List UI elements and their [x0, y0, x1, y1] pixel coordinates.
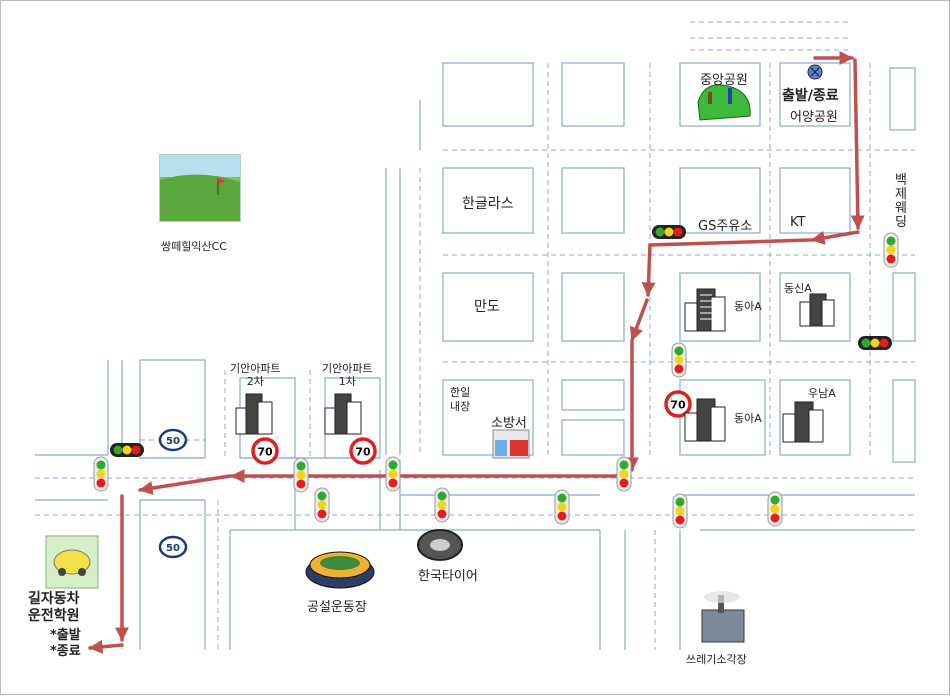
- label-start-end-note: *출발 *종료: [50, 628, 81, 659]
- road-speed-50-icon: 50: [158, 535, 188, 559]
- traffic-light-v: [434, 487, 450, 523]
- fire-station-icon: [492, 429, 530, 459]
- traffic-light-h: [858, 336, 892, 350]
- traffic-light-v: [314, 487, 330, 523]
- label-dongsin-apt: 동신A: [784, 282, 812, 295]
- speed-signs-70: 70 70 70: [251, 390, 692, 465]
- label-donga-apt-2: 동아A: [734, 412, 762, 425]
- svg-text:70: 70: [355, 446, 371, 459]
- road-grid: [35, 62, 916, 650]
- traffic-light-h: [110, 443, 144, 457]
- label-eoyang-park: 어양공원: [790, 110, 838, 125]
- traffic-light-v: [293, 457, 309, 493]
- svg-text:50: 50: [166, 543, 180, 554]
- label-kt: KT: [790, 215, 806, 230]
- label-waste-incinerator: 쓰레기소각장: [686, 653, 747, 666]
- label-kian-apt-2: 기안아파트 2차: [230, 362, 281, 388]
- speed-limit-70-icon: 70: [349, 437, 377, 465]
- tire-icon: [417, 529, 463, 561]
- label-donga-apt-1: 동아A: [734, 300, 762, 313]
- incinerator-icon: [701, 591, 745, 643]
- label-mando: 만도: [474, 299, 500, 315]
- svg-text:50: 50: [166, 436, 180, 447]
- label-gs-station: GS주유소: [698, 219, 753, 234]
- golf-course-icon: [159, 154, 241, 222]
- traffic-light-v: [883, 232, 899, 268]
- label-start-end: 출발/종료: [782, 88, 839, 104]
- traffic-light-v: [93, 456, 109, 492]
- driving-school-icon: [45, 535, 99, 589]
- svg-text:70: 70: [670, 399, 686, 412]
- label-hanil-venue: 한일 내장: [450, 386, 471, 413]
- traffic-light-v: [767, 491, 783, 527]
- label-gongseol-stadium: 공설운동장: [307, 600, 367, 615]
- speed-limit-70-icon: 70: [664, 390, 692, 418]
- stadium-icon: [305, 551, 375, 589]
- label-ssangtte-cc: 쌍떼힐익산CC: [161, 240, 227, 253]
- park-icon: [697, 84, 751, 121]
- speed-limit-70-icon: 70: [251, 437, 279, 465]
- traffic-light-v: [671, 342, 687, 378]
- speed-marks-50: 50 50: [158, 428, 188, 559]
- traffic-lights: [93, 225, 899, 529]
- traffic-light-v: [616, 456, 632, 492]
- apartment-building-icon: [235, 288, 835, 443]
- label-hangeulras: 한글라스: [462, 196, 514, 212]
- label-central-park: 중앙공원: [700, 73, 748, 88]
- label-kian-apt-1: 기안아파트 1차: [322, 362, 373, 388]
- svg-text:70: 70: [257, 446, 273, 459]
- traffic-light-v: [672, 493, 688, 529]
- road-speed-50-icon: 50: [158, 428, 188, 452]
- label-unam-apt: 우남A: [808, 387, 836, 400]
- traffic-light-v: [554, 489, 570, 525]
- label-baekje-wedding: 백제웨딩: [895, 173, 907, 230]
- label-fire-station: 소방서: [491, 416, 527, 431]
- label-hankook-tire: 한국타이어: [418, 569, 478, 584]
- start-marker-icon: [807, 64, 823, 80]
- label-driving-school: 길자동차 운전학원: [28, 591, 80, 624]
- traffic-light-h: [652, 225, 686, 239]
- traffic-light-v: [385, 456, 401, 492]
